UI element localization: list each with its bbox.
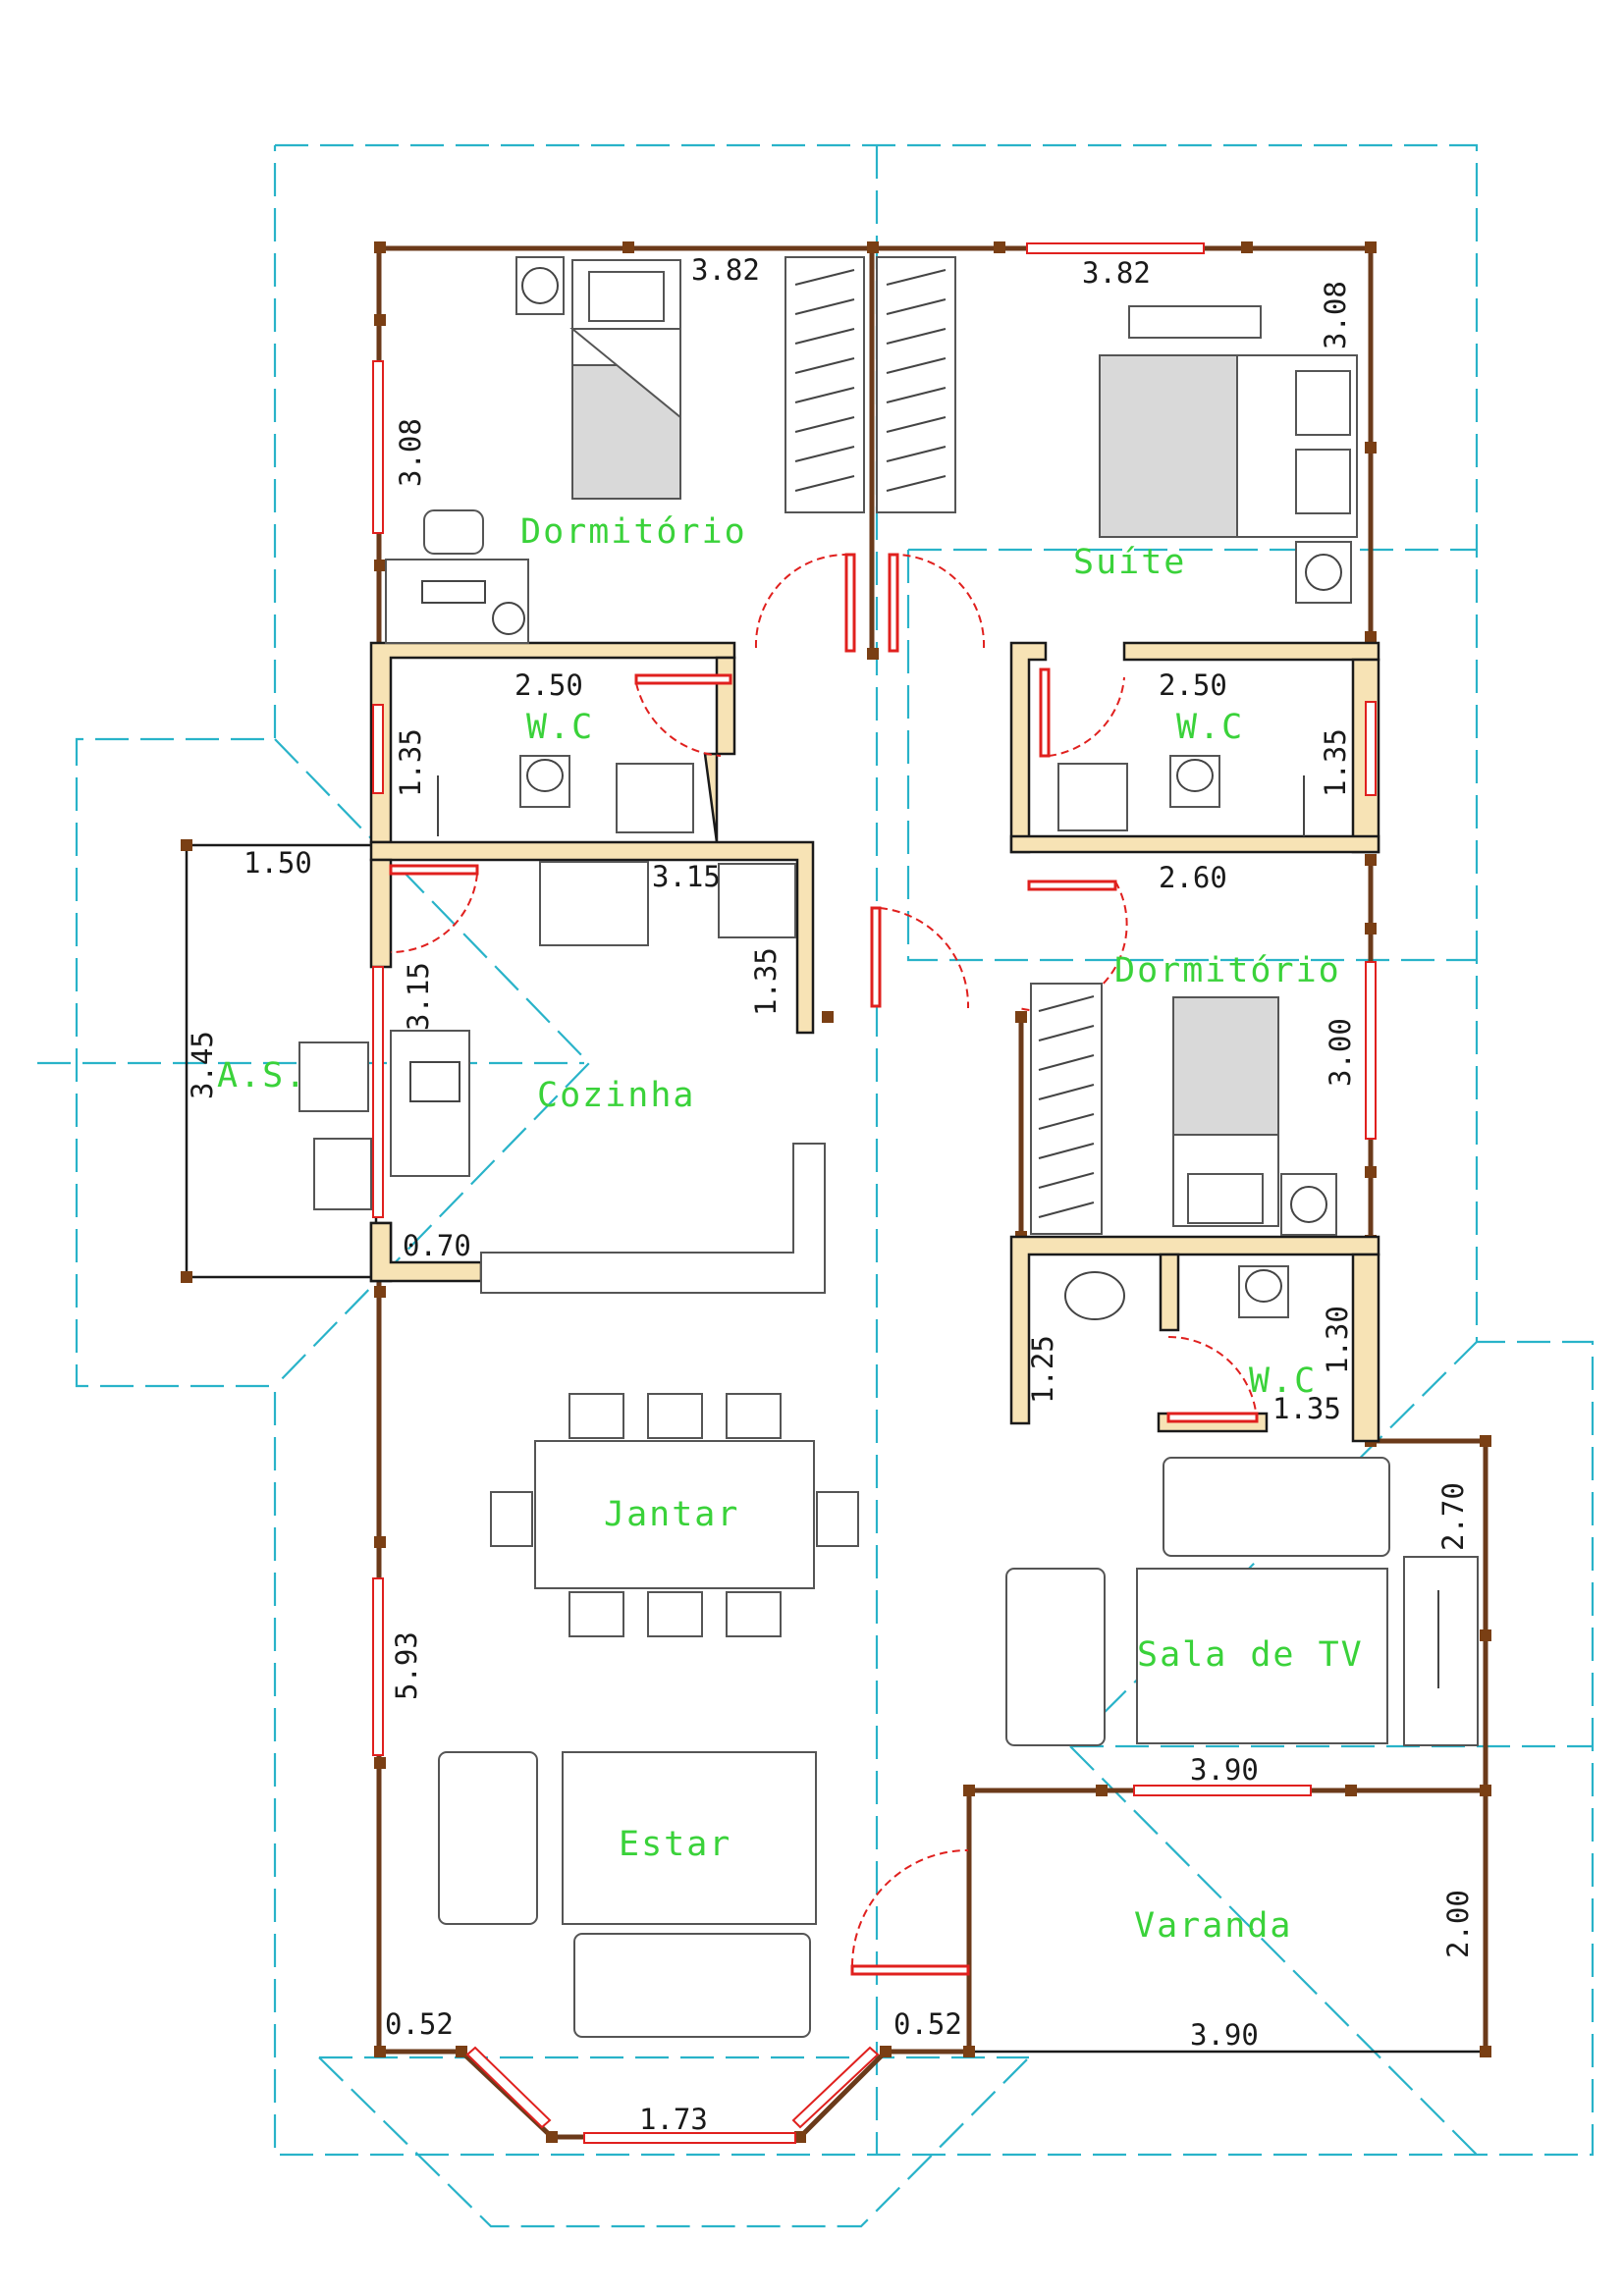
dim-wc3-width: 1.35 (1272, 1392, 1341, 1425)
dim-bay-right: 0.52 (893, 2007, 962, 2041)
dim-wc2-width: 2.50 (1159, 668, 1227, 702)
dim-tv-room-depth: 2.70 (1436, 1482, 1470, 1551)
beds (515, 256, 1358, 1236)
dim-bay-left: 0.52 (385, 2007, 454, 2041)
dim-kitchen-depth: 3.15 (402, 962, 435, 1031)
dining-set (490, 1393, 859, 1637)
dim-wc1-depth: 1.35 (394, 728, 427, 797)
post (181, 1271, 192, 1283)
wardrobes (784, 256, 1103, 1235)
post (181, 839, 192, 851)
dim-varanda-depth: 2.00 (1441, 1890, 1475, 1958)
dim-service-width: 1.50 (243, 846, 312, 880)
dim-varanda-width-top: 3.90 (1190, 1753, 1259, 1787)
room-label-jantar: Jantar (604, 1495, 739, 1534)
dimension-labels: 3.82 3.82 3.08 3.08 2.50 2.50 1.35 1.35 … (186, 253, 1475, 2136)
dim-suite-width: 3.82 (1082, 256, 1151, 290)
dim-hall-depth: 1.35 (749, 947, 783, 1016)
room-label-estar: Estar (619, 1825, 731, 1864)
dim-dorm2-width: 2.60 (1159, 861, 1227, 894)
room-label-dormitorio-1: Dormitório (520, 512, 747, 552)
dim-dorm2-depth: 3.00 (1324, 1018, 1357, 1087)
dim-wc3-depth-right: 1.30 (1321, 1306, 1354, 1374)
dim-wc3-depth-left: 1.25 (1026, 1335, 1059, 1404)
room-label-service-area: A.S. (217, 1056, 307, 1095)
tv-room-furniture (1005, 1457, 1479, 1746)
kitchen-counter (480, 1143, 826, 1294)
doors (389, 553, 1259, 1976)
kitchen-fixtures (298, 861, 796, 1210)
room-label-varanda: Varanda (1134, 1906, 1293, 1946)
room-label-wc-1: W.C (526, 708, 594, 747)
room-label-sala-tv: Sala de TV (1137, 1635, 1364, 1675)
dim-wc1-width: 2.50 (514, 668, 583, 702)
dim-dorm1-depth: 3.08 (394, 418, 427, 487)
dim-varanda-width-bottom: 3.90 (1190, 2018, 1259, 2052)
dim-living-depth: 5.93 (390, 1631, 423, 1700)
room-label-suite: Suíte (1073, 543, 1186, 582)
dim-balcao: 0.70 (403, 1229, 471, 1262)
dim-kitchen-width: 3.15 (652, 860, 721, 893)
desk (385, 509, 529, 644)
room-labels: Dormitório Suíte W.C W.C W.C A.S. Cozinh… (217, 512, 1364, 1946)
room-label-wc-3: W.C (1249, 1362, 1317, 1401)
windows (372, 242, 1377, 2144)
room-label-cozinha: Cozinha (537, 1076, 696, 1115)
living-furniture (438, 1751, 817, 2038)
bathroom-fixtures (437, 755, 1305, 1320)
dim-wc2-depth: 1.35 (1319, 728, 1352, 797)
room-label-dormitorio-2: Dormitório (1114, 951, 1341, 990)
dim-suite-depth: 3.08 (1319, 281, 1352, 349)
room-label-wc-2: W.C (1176, 708, 1244, 747)
dim-dorm1-width: 3.82 (691, 253, 760, 287)
dim-service-depth: 3.45 (186, 1031, 219, 1099)
dim-bay-center: 1.73 (639, 2103, 708, 2136)
